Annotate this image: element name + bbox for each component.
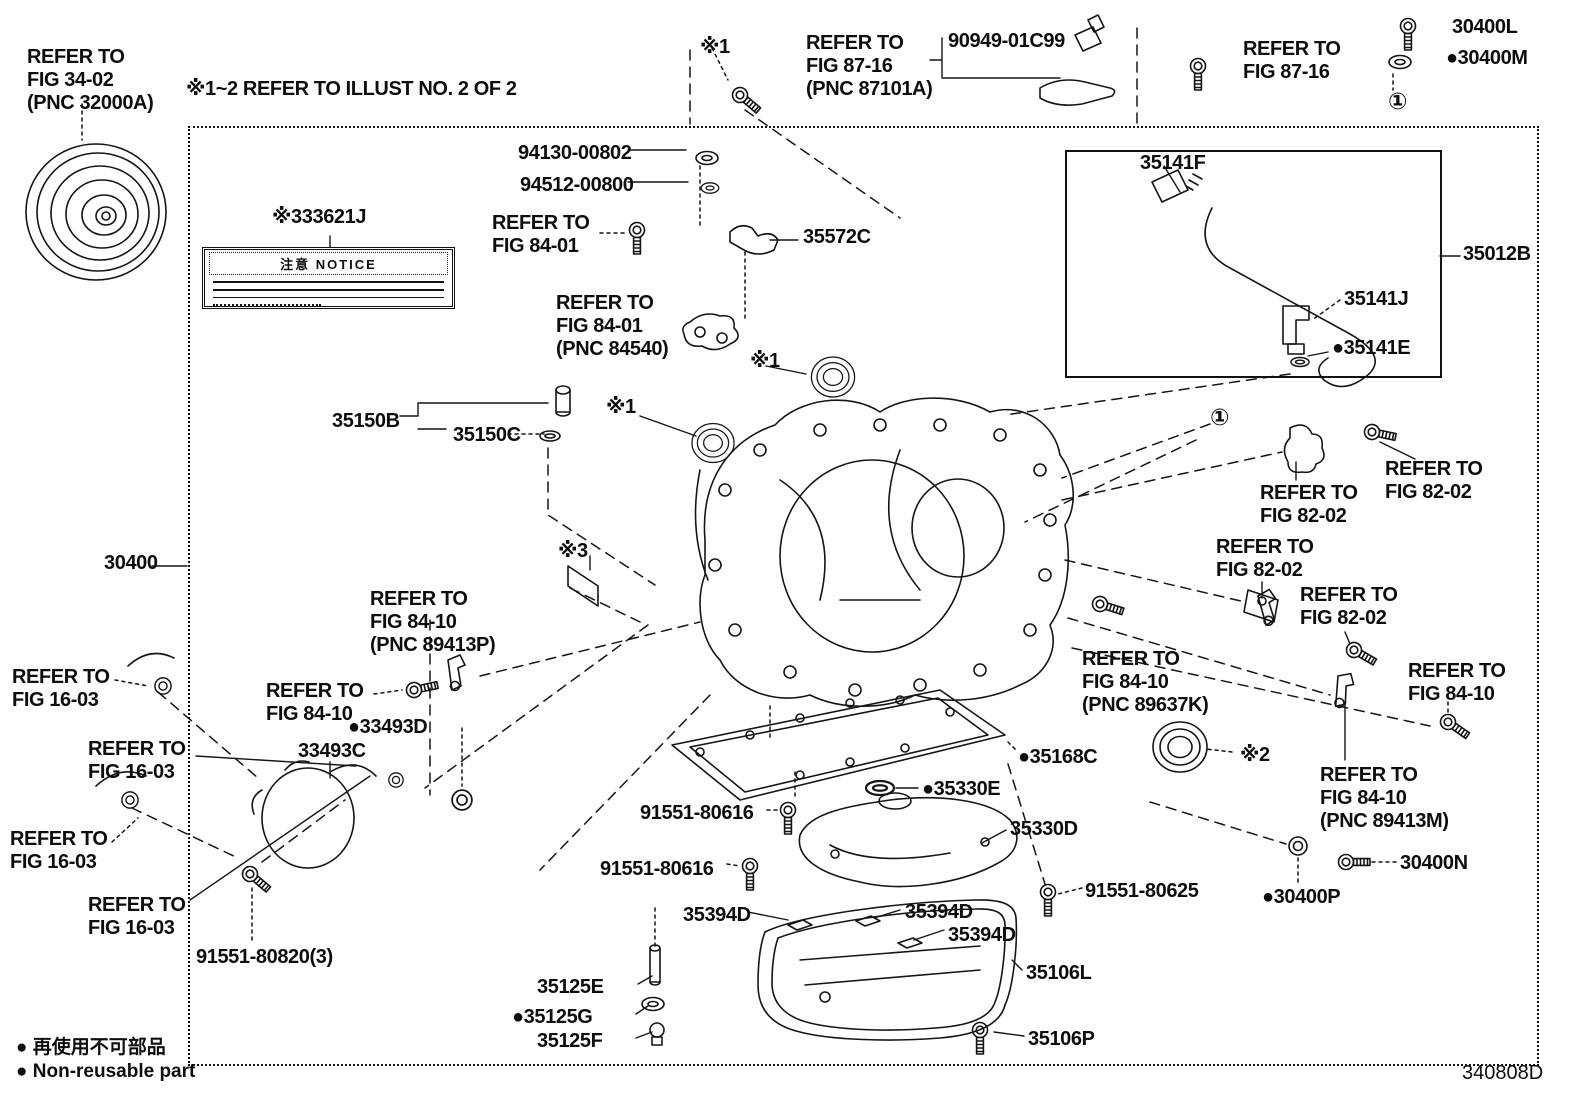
refer-fig-84-10-left: REFER TO FIG 84-10	[266, 680, 364, 725]
part-90949-01C99: 90949-01C99	[948, 30, 1065, 52]
refer-fig-87-16: REFER TO FIG 87-16	[1243, 38, 1341, 83]
part-91551-80616-b: 91551-80616	[600, 858, 714, 880]
part-91551-80820: 91551-80820(3)	[196, 946, 333, 968]
refer-fig-34-02: REFER TO FIG 34-02 (PNC 32000A)	[27, 46, 154, 114]
refer-fig-16-03-c: REFER TO FIG 16-03	[10, 828, 108, 873]
part-35394D-c: 35394D	[948, 924, 1016, 946]
legend: ● 再使用不可部品 ● Non-reusable part	[16, 1036, 195, 1085]
part-35125F: 35125F	[537, 1030, 603, 1052]
figure-number: 340808D	[1462, 1062, 1544, 1084]
refer-fig-84-10-pnc-89637K: REFER TO FIG 84-10 (PNC 89637K)	[1082, 648, 1209, 716]
part-91551-80625: 91551-80625	[1085, 880, 1199, 902]
torque-converter-drawing	[25, 143, 167, 281]
shift-bracket-drawing	[682, 313, 739, 351]
star1-seal: ※1	[606, 396, 636, 418]
refer-fig-84-10-pnc-89413P: REFER TO FIG 84-10 (PNC 89413P)	[370, 588, 496, 656]
part-35012B: 35012B	[1463, 243, 1531, 265]
part-35168C: ●35168C	[1018, 746, 1098, 768]
part-35150B: 35150B	[332, 410, 400, 432]
part-35106L: 35106L	[1026, 962, 1092, 984]
refer-fig-84-10-right: REFER TO FIG 84-10	[1408, 660, 1506, 705]
construction-lines	[131, 27, 1431, 885]
refer-fig-82-02-b: REFER TO FIG 82-02	[1385, 458, 1483, 503]
part-35394D-b: 35394D	[905, 901, 973, 923]
part-94130-00802: 94130-00802	[518, 142, 632, 164]
breather-plug-drawing	[555, 385, 571, 417]
part-33493D: ●33493D	[348, 716, 428, 738]
star3: ※3	[558, 540, 588, 562]
legend-jp: ● 再使用不可部品	[16, 1037, 166, 1058]
part-35106P: 35106P	[1028, 1028, 1095, 1050]
part-30400P: ●30400P	[1262, 886, 1341, 908]
canister-33493C-drawing	[251, 760, 377, 869]
circled-1-top: ①	[1388, 88, 1408, 114]
plug-35125F-drawing	[649, 1022, 665, 1046]
refer-fig-87-16-pnc-87101A: REFER TO FIG 87-16 (PNC 87101A)	[806, 32, 933, 100]
part-30400L: 30400L	[1452, 16, 1518, 38]
valve-body-gasket-drawing	[671, 689, 1006, 801]
part-35394D-a: 35394D	[683, 904, 751, 926]
dotted-leaders	[81, 47, 1449, 951]
hose-drawing	[127, 652, 175, 667]
part-35330E: ●35330E	[922, 778, 1001, 800]
part-35141J: 35141J	[1344, 288, 1409, 310]
refer-fig-82-02-c: REFER TO FIG 82-02	[1216, 536, 1314, 581]
bracket-35572C-drawing	[729, 224, 779, 255]
neutral-switch-drawing	[1039, 14, 1116, 106]
refer-fig-16-03-d: REFER TO FIG 16-03	[88, 894, 186, 939]
part-35125G: ●35125G	[512, 1006, 593, 1028]
star1-top: ※1	[700, 36, 730, 58]
oil-strainer-drawing	[798, 792, 1018, 888]
plate-star3-drawing	[567, 565, 599, 607]
pin-35125E-drawing	[649, 944, 661, 986]
part-35572C: 35572C	[803, 226, 871, 248]
part-35141E: ●35141E	[1332, 337, 1411, 359]
part-30400: 30400	[104, 552, 158, 574]
refer-fig-16-03-a: REFER TO FIG 16-03	[12, 666, 110, 711]
circled-1-right: ①	[1210, 404, 1230, 430]
illust-note: ※1~2 REFER TO ILLUST NO. 2 OF 2	[186, 78, 517, 100]
transaxle-case-drawing	[694, 397, 1075, 707]
part-35330D: 35330D	[1010, 818, 1078, 840]
refer-fig-84-10-pnc-89413M: REFER TO FIG 84-10 (PNC 89413M)	[1320, 764, 1449, 832]
part-33493C: 33493C	[298, 740, 366, 762]
part-33621J: ※333621J	[272, 206, 367, 228]
star2: ※2	[1240, 744, 1270, 766]
refer-fig-82-02-a: REFER TO FIG 82-02	[1260, 482, 1358, 527]
refer-fig-84-01-pnc-84540: REFER TO FIG 84-01 (PNC 84540)	[556, 292, 669, 360]
leader-lines	[151, 37, 1461, 1039]
part-30400N: 30400N	[1400, 852, 1468, 874]
part-35150C: 35150C	[453, 424, 521, 446]
oil-pan-drawing	[757, 899, 1018, 1041]
part-35125E: 35125E	[537, 976, 604, 998]
part-30400M: ●30400M	[1446, 47, 1528, 69]
refer-fig-16-03-b: REFER TO FIG 16-03	[88, 738, 186, 783]
clip-drawing	[1283, 424, 1325, 474]
part-35141F: 35141F	[1140, 152, 1206, 174]
refer-fig-84-01: REFER TO FIG 84-01	[492, 212, 590, 257]
refer-fig-82-02-d: REFER TO FIG 82-02	[1300, 584, 1398, 629]
star1-mid: ※1	[750, 350, 780, 372]
legend-en: ● Non-reusable part	[16, 1061, 196, 1083]
part-91551-80616-a: 91551-80616	[640, 802, 754, 824]
part-94512-00800: 94512-00800	[520, 174, 634, 196]
hose-detail-drawing	[1151, 169, 1376, 388]
